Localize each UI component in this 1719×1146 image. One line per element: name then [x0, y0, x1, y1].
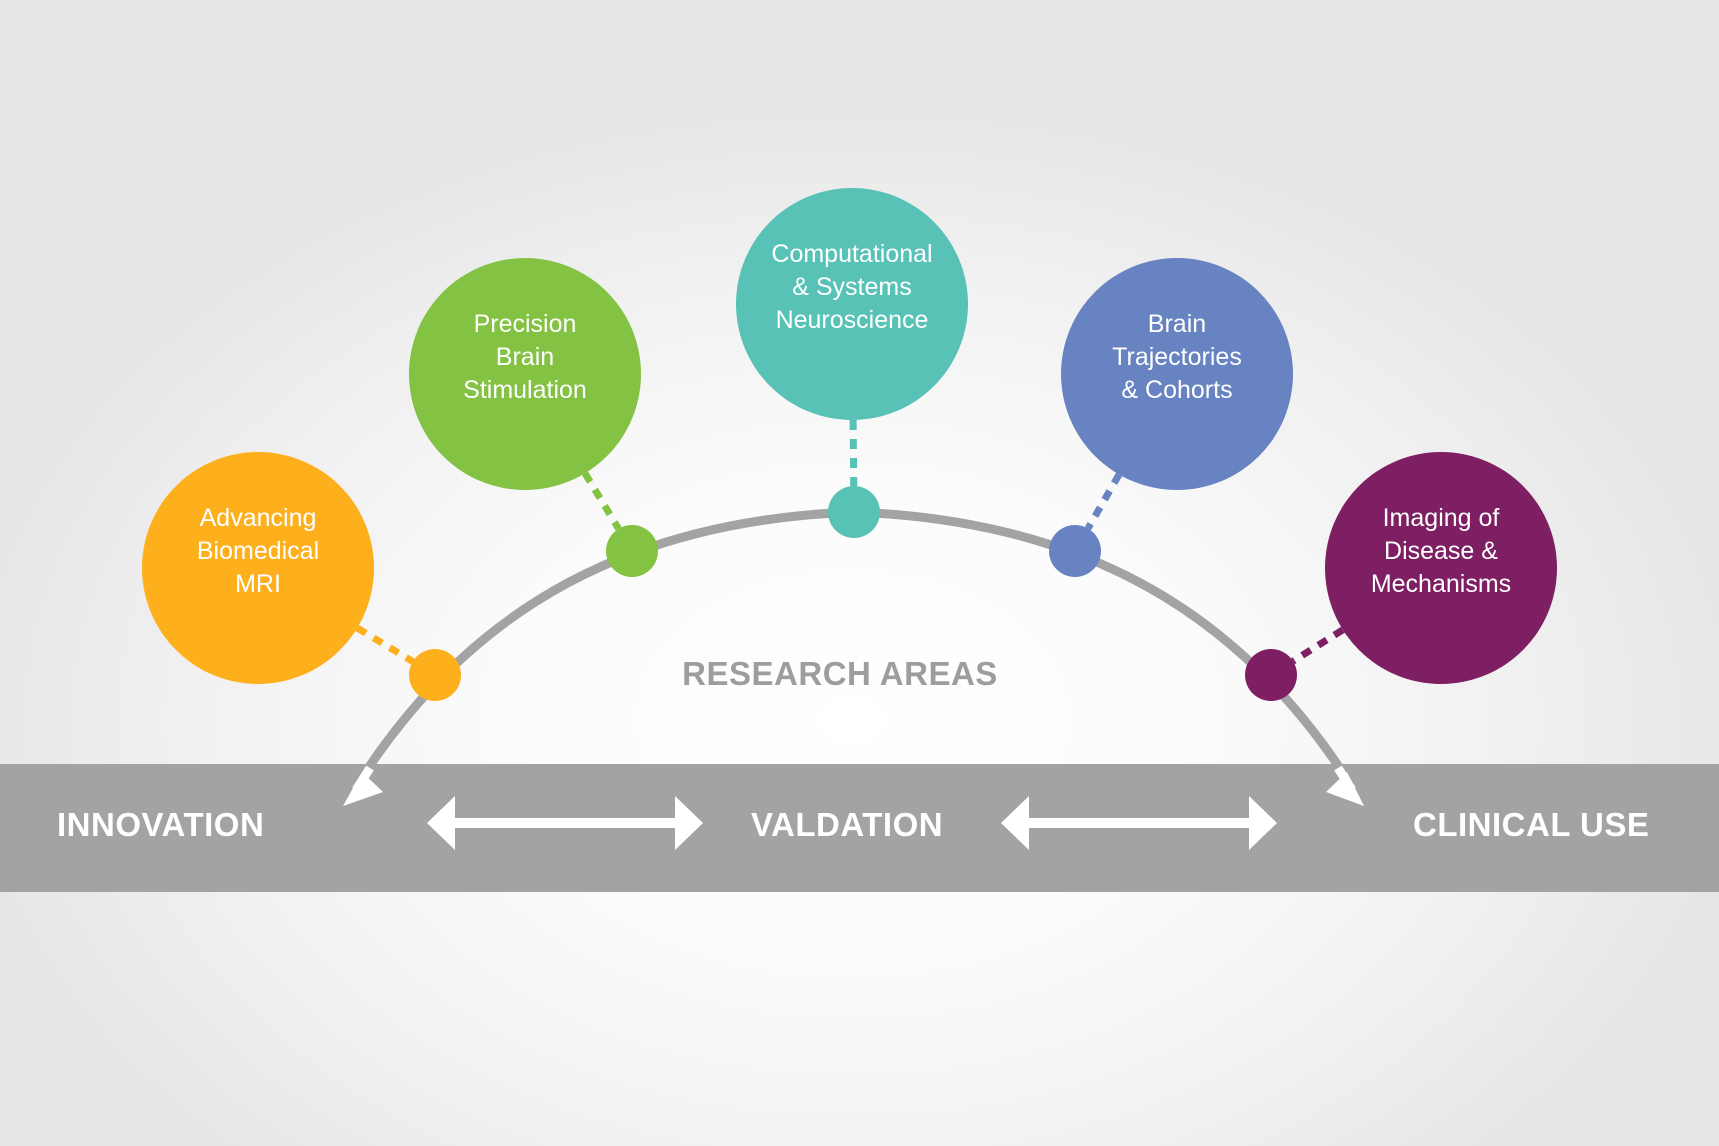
arc-node-dot: [1245, 649, 1297, 701]
stage-innovation: INNOVATION: [57, 806, 265, 843]
stage-validation: VALDATION: [751, 806, 944, 843]
arc-end-left: [352, 765, 374, 793]
research-area-circle: [1325, 452, 1557, 684]
arrow-left-head-icon: [427, 796, 455, 850]
research-area-circle: [1061, 258, 1293, 490]
connector-line: [849, 419, 858, 487]
arc-arrowhead-left-icon: [343, 772, 383, 806]
connector-line: [355, 625, 415, 665]
arc-node-dot: [606, 525, 658, 577]
arc-node-dot: [409, 649, 461, 701]
bidirectional-arrow-icon: [427, 796, 703, 850]
research-area-circle: [409, 258, 641, 490]
research-area-label: Precision Brain Stimulation: [463, 309, 587, 404]
research-area-label: Brain Trajectories & Cohorts: [1112, 309, 1242, 404]
arc-node-dot: [1049, 525, 1101, 577]
arc-end-right: [1334, 765, 1356, 793]
research-area-label: Computational & Systems Neuroscience: [771, 239, 933, 334]
arrow-shaft: [449, 818, 681, 828]
research-area-circle: [142, 452, 374, 684]
arc-path: [347, 507, 1361, 798]
arrow-right-head-icon: [675, 796, 703, 850]
connector-line: [582, 471, 622, 531]
research-areas-label: RESEARCH AREAS: [682, 655, 998, 692]
arc-node-dot: [828, 486, 880, 538]
arrow-right-head-icon: [1249, 796, 1277, 850]
connector-line: [1084, 472, 1123, 531]
bidirectional-arrow-icon: [1001, 796, 1277, 850]
arrow-left-head-icon: [1001, 796, 1029, 850]
arc-arrowhead-right-icon: [1326, 772, 1364, 806]
research-area-label: Imaging of Disease & Mechanisms: [1370, 503, 1512, 598]
pipeline-band: [0, 764, 1719, 892]
research-area-circle: [736, 188, 968, 420]
arrow-shaft: [1023, 818, 1255, 828]
research-area-label: Advancing Biomedical MRI: [196, 503, 320, 598]
connector-line: [1291, 626, 1345, 665]
stage-clinical-use: CLINICAL USE: [1413, 806, 1650, 843]
